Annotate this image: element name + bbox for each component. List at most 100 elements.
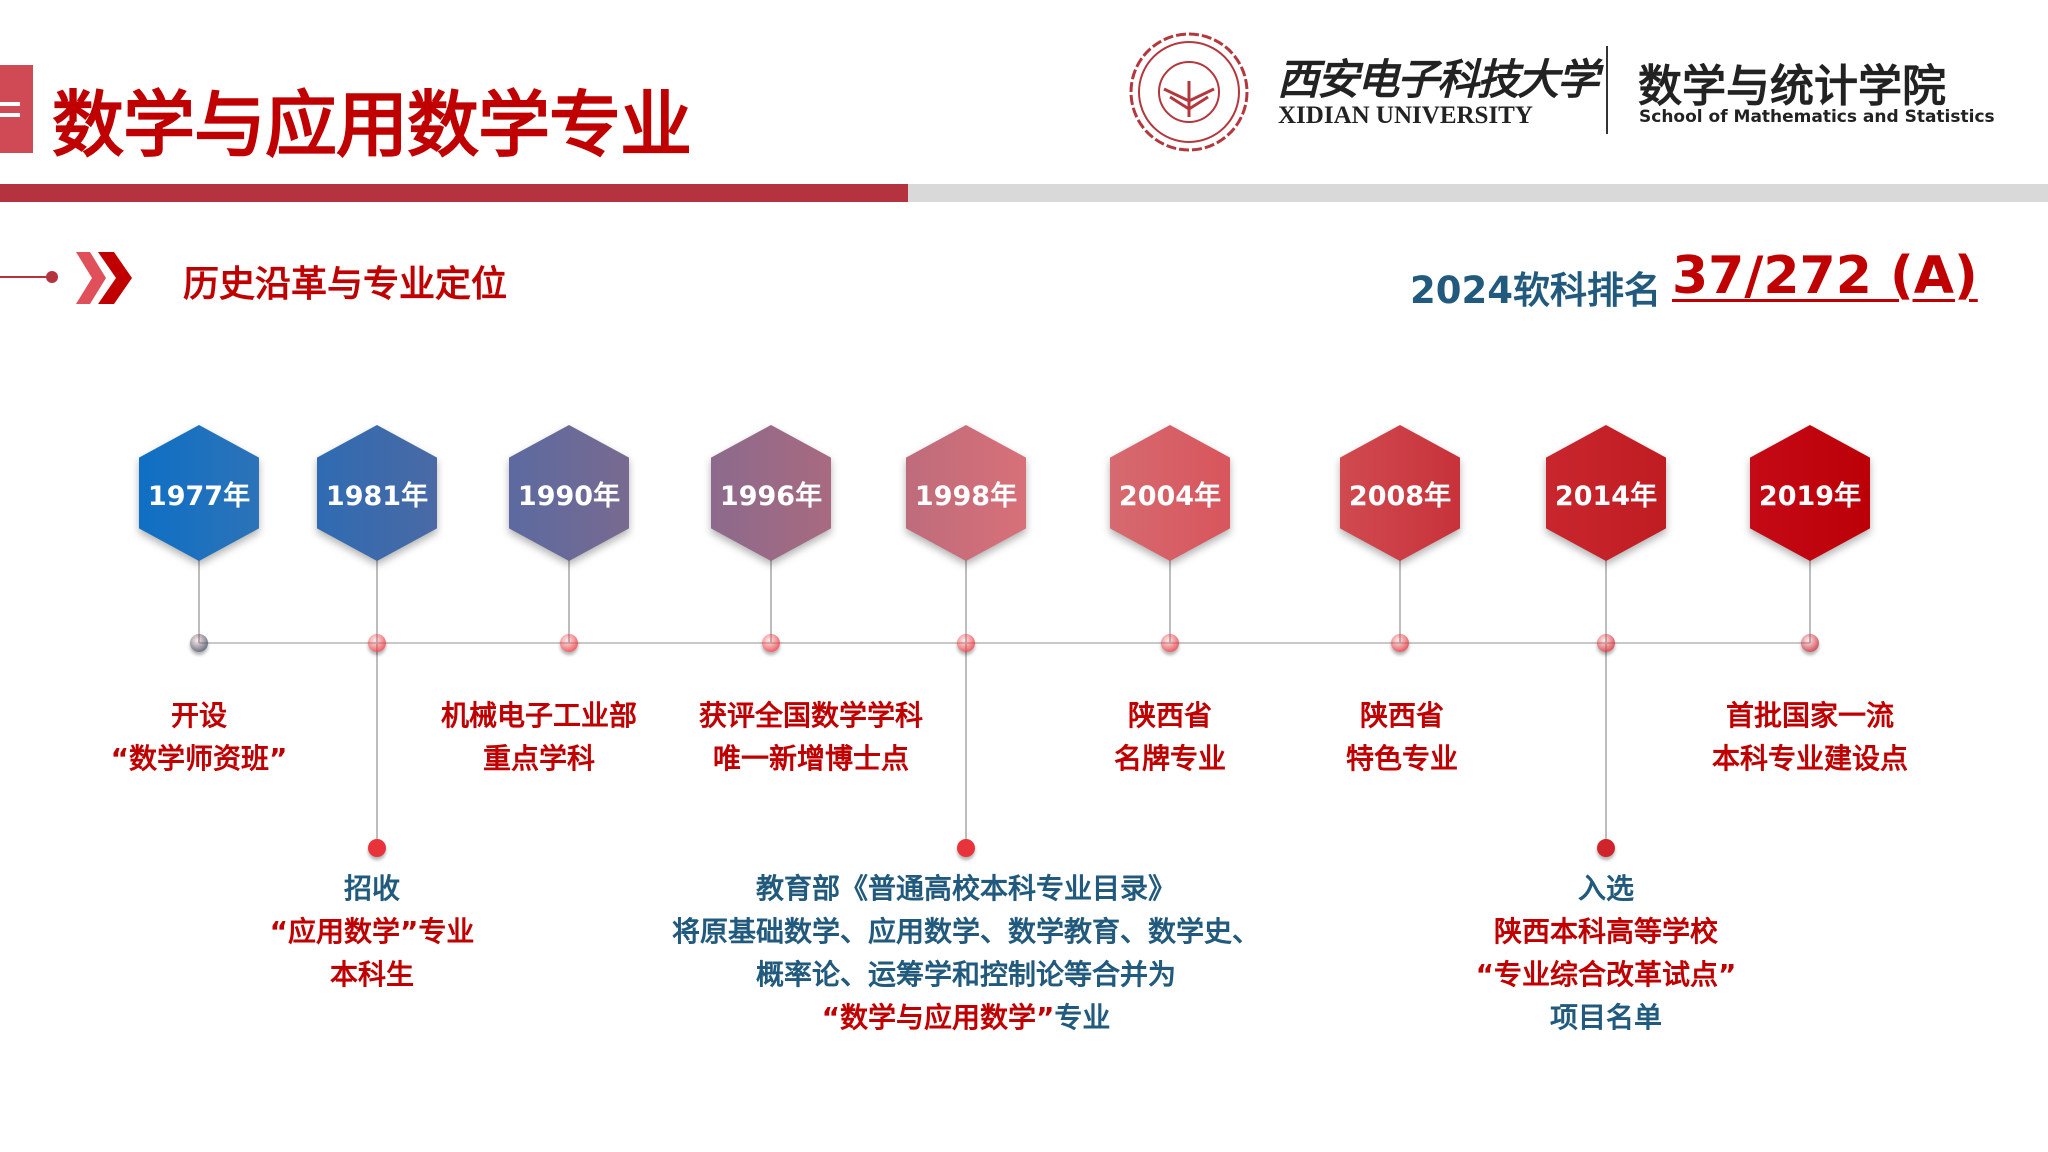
- year-label: 2014年: [1554, 480, 1658, 512]
- event-text: 将原基础数学、应用数学、数学教育、数学史、: [671, 915, 1260, 948]
- event-line: 开设: [0, 694, 549, 737]
- ranking-label: 2024软科排名: [1410, 269, 1661, 312]
- event-dot: [1597, 839, 1615, 857]
- university-seal-logo: [1129, 32, 1249, 152]
- double-chevron-icon: [76, 252, 132, 304]
- event-description: 首批国家一流本科专业建设点: [1460, 694, 2048, 780]
- event-line: 本科生: [22, 953, 722, 996]
- event-dot: [368, 839, 386, 857]
- event-description: 开设 “数学师资班”: [0, 694, 549, 780]
- year-label: 1990年: [517, 480, 621, 512]
- year-hexagon: 2004年: [1110, 425, 1230, 561]
- school-name-cn: 数学与统计学院: [1638, 61, 1946, 112]
- year-hexagon: 2014年: [1546, 425, 1666, 561]
- event-text: 本科生: [329, 958, 414, 991]
- year-hexagon-fill: 1977年: [139, 425, 259, 561]
- event-text: 名牌专业: [1113, 742, 1226, 775]
- event-line: 重点学科: [189, 737, 889, 780]
- timeline-connector: [1605, 555, 1607, 848]
- timeline-axis: [199, 642, 1810, 644]
- event-text: 项目名单: [1549, 1001, 1662, 1034]
- year-label: 1981年: [325, 480, 429, 512]
- event-dot: [957, 839, 975, 857]
- timeline-dot: [560, 634, 578, 652]
- event-line: 陕西省: [820, 694, 1520, 737]
- event-line: “数学与应用数学”专业: [616, 996, 1316, 1039]
- timeline-connector: [770, 555, 772, 643]
- year-hexagon-fill: 2014年: [1546, 425, 1666, 561]
- event-text: 首批国家一流: [1725, 699, 1894, 732]
- event-line: “专业综合改革试点”: [1256, 953, 1956, 996]
- year-hexagon: 1977年: [139, 425, 259, 561]
- event-text: 陕西本科高等学校: [1493, 915, 1718, 948]
- event-text: 教育部《普通高校本科专业目录》: [755, 872, 1176, 905]
- logo-divider: [1606, 46, 1608, 134]
- year-label: 2019年: [1758, 480, 1862, 512]
- event-line: 教育部《普通高校本科专业目录》: [616, 867, 1316, 910]
- year-label: 1996年: [719, 480, 823, 512]
- title-accent-block: [0, 65, 33, 153]
- event-line: 获评全国数学学科: [461, 694, 1161, 737]
- timeline-connector: [376, 555, 378, 848]
- event-text: 陕西省: [1359, 699, 1444, 732]
- year-label: 2004年: [1118, 480, 1222, 512]
- timeline-dot: [957, 634, 975, 652]
- event-text: 特色专业: [1345, 742, 1458, 775]
- event-line: “数学师资班”: [0, 737, 549, 780]
- year-hexagon: 1998年: [906, 425, 1026, 561]
- year-hexagon-fill: 1996年: [711, 425, 831, 561]
- timeline-connector: [1809, 555, 1811, 643]
- year-hexagon: 2008年: [1340, 425, 1460, 561]
- page-title: 数学与应用数学专业: [52, 83, 692, 167]
- event-line: 陕西省: [1052, 694, 1752, 737]
- event-text: 本科专业建设点: [1711, 742, 1908, 775]
- event-text: 唯一新增博士点: [712, 742, 909, 775]
- event-line: 概率论、运筹学和控制论等合并为: [616, 953, 1316, 996]
- event-line: 项目名单: [1256, 996, 1956, 1039]
- year-hexagon-fill: 1981年: [317, 425, 437, 561]
- timeline-connector: [198, 555, 200, 643]
- event-description: 陕西省名牌专业: [820, 694, 1520, 780]
- timeline-dot: [368, 634, 386, 652]
- event-line: 陕西本科高等学校: [1256, 910, 1956, 953]
- year-label: 2008年: [1348, 480, 1452, 512]
- event-text: “数学与应用数学”: [821, 1001, 1055, 1034]
- year-hexagon: 1996年: [711, 425, 831, 561]
- event-text: 入选: [1577, 872, 1634, 905]
- event-text: 专业: [1054, 1001, 1111, 1034]
- timeline-connector: [965, 555, 967, 848]
- header-divider-red: [0, 184, 908, 202]
- event-line: 首批国家一流: [1460, 694, 2048, 737]
- event-line: 唯一新增博士点: [461, 737, 1161, 780]
- event-description: 入选陕西本科高等学校 “专业综合改革试点” 项目名单: [1256, 867, 1956, 1039]
- year-hexagon-fill: 1998年: [906, 425, 1026, 561]
- event-description: 教育部《普通高校本科专业目录》将原基础数学、应用数学、数学教育、数学史、概率论、…: [616, 867, 1316, 1039]
- timeline-dot: [190, 634, 208, 652]
- section-title: 历史沿革与专业定位: [183, 264, 508, 305]
- event-text: 招收: [343, 872, 400, 905]
- event-description: 招收“应用数学”专业本科生: [22, 867, 722, 996]
- timeline-connector: [1169, 555, 1171, 643]
- school-name-en: School of Mathematics and Statistics: [1639, 107, 1995, 127]
- year-hexagon: 1990年: [509, 425, 629, 561]
- event-text: 概率论、运筹学和控制论等合并为: [755, 958, 1176, 991]
- event-line: 入选: [1256, 867, 1956, 910]
- event-description: 获评全国数学学科唯一新增博士点: [461, 694, 1161, 780]
- event-line: 本科专业建设点: [1460, 737, 2048, 780]
- timeline-dot: [1801, 634, 1819, 652]
- year-hexagon-fill: 1990年: [509, 425, 629, 561]
- event-text: “数学师资班”: [110, 742, 288, 775]
- timeline-dot: [1597, 634, 1615, 652]
- event-description: 陕西省特色专业: [1052, 694, 1752, 780]
- university-name-en: XIDIAN UNIVERSITY: [1278, 102, 1533, 129]
- event-text: 陕西省: [1127, 699, 1212, 732]
- event-line: 名牌专业: [820, 737, 1520, 780]
- event-text: 开设: [170, 699, 227, 732]
- event-text: 机械电子工业部: [440, 699, 637, 732]
- event-line: 特色专业: [1052, 737, 1752, 780]
- event-description: 机械电子工业部重点学科: [189, 694, 889, 780]
- year-hexagon: 2019年: [1750, 425, 1870, 561]
- year-hexagon-fill: 2008年: [1340, 425, 1460, 561]
- event-text: 重点学科: [482, 742, 595, 775]
- section-marker-line: [0, 276, 50, 278]
